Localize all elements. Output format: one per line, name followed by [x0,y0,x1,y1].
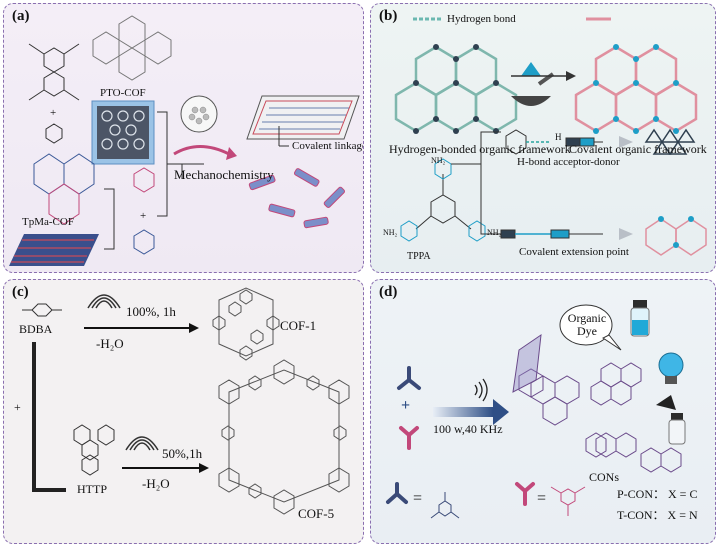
nh2-left: NH₂ [383,228,398,237]
panel-a-graphics [9,15,360,266]
plus-sign-c: + [14,400,21,414]
tppa-molecule [400,158,486,242]
ultrasound-waves-1 [87,294,121,309]
extension-unit [500,229,603,239]
water-label-2: -H₂O [142,476,170,491]
water-label-1: -H₂O [96,336,124,351]
acceptor-donor-label: H-bond acceptor-donor [517,156,620,168]
panel-c-label: (c) [12,284,29,300]
mechanochemistry-label: Mechanochemistry [174,167,274,182]
gray-arrow-2 [619,228,633,240]
hydrogen-bond-label: Hydrogen bond [447,13,516,25]
hof-label: Hydrogen-bonded organic framework [389,142,571,156]
panel-b-graphics [394,17,707,256]
panel-a-label: (a) [12,8,30,24]
speech-bubble [559,304,613,346]
extension-label: Covalent extension point [519,246,629,258]
sonication-condition-label: 100 w,40 KHz [433,422,503,436]
cons-label: CONs [589,470,620,484]
panel-b: (b) Hydrogen bond Hydrogen-bonded organi… [370,3,716,273]
bdba-molecule [22,303,62,317]
mechanochemistry-arrow [173,145,237,160]
equals-sign-1: = [413,490,423,507]
nh2-right: NH₂ [487,228,502,237]
condition-label-2: 50%,1h [162,446,203,461]
panel-d: (d) Organic Dye + 100 w,40 KHz CONs = = … [370,279,716,544]
equals-sign-2: = [537,490,547,507]
cof-nodes-b [593,44,679,134]
panel-c: (c) BDBA 100%, 1h -H₂O COF-1 + HTTP 50%,… [3,279,364,544]
process-arrow-body [433,407,493,417]
dark-arrow [656,395,676,410]
mini-hof [644,128,696,155]
cof5-structure [218,359,350,515]
mini-cof [645,218,707,256]
ma-monomer [133,229,155,255]
plus-sign-a2: + [140,210,147,222]
http-molecule [73,424,115,476]
pto-monomer [28,43,80,101]
nh2-top: NH₂ [431,156,446,165]
cof1-structure [212,287,280,361]
hn-label: H [555,132,562,142]
pink-legend-tripod [515,482,535,506]
process-arrow-head [493,399,509,425]
pto-cof-network [92,15,172,81]
tpma-cof-block [9,234,99,266]
dye-vial-2 [668,413,686,445]
tppa-connectors [451,131,501,235]
http-label: HTTP [77,482,107,496]
navy-legend-molecule [430,492,460,519]
sound-waves-icon [474,378,488,402]
ball-mill-icon [180,95,218,133]
plus-sign-a: + [50,107,57,119]
p-con-label: P-CON： X = C [617,487,698,501]
navy-tripod-icon [397,366,421,390]
tilted-sheet [512,333,542,393]
tp-monomer [133,167,155,193]
navy-legend-tripod [386,482,408,504]
hof-nodes [413,44,499,134]
organic-dye-label: Organic Dye [567,311,607,338]
acceptor-donor-unit [505,129,603,155]
panel-d-label: (d) [379,284,398,300]
t-con-label: T-CON： X = N [617,508,698,522]
condition-label-1: 100%, 1h [126,304,176,319]
tpma-cof-network [33,153,95,225]
tpma-cof-label: TpMa-COF [22,216,74,228]
pink-legend-molecule [550,486,586,516]
plus-sign-d: + [401,397,411,414]
cof-flakes [248,168,345,229]
gray-arrow-1 [619,136,633,148]
covalent-linkage-sheet [246,95,360,147]
covalent-linkage-label: Covalent linkage [292,140,364,152]
light-bulb-icon [658,352,684,384]
panel-d-graphics [386,300,686,519]
con-sheets [518,362,682,473]
cof-label-b: Covalent organic framework [569,142,707,156]
reaction-bracket [104,111,204,250]
cof1-label: COF-1 [280,318,317,333]
mortar-pestle-icon [511,62,555,106]
pto-cof-block [91,100,155,165]
panel-c-graphics [22,287,350,515]
pink-tripod-icon [399,426,419,450]
panel-a: (a) PTO-COF + TpMa-COF + Mechanochemistr… [3,3,364,273]
pto-cof-label: PTO-COF [100,87,146,99]
tppa-label: TPPA [407,251,431,262]
ultrasound-waves-2 [125,436,159,451]
cof5-label: COF-5 [298,506,335,521]
bdba-http-bracket [32,342,66,492]
triazine-monomer [45,123,63,144]
panel-b-label: (b) [379,8,398,24]
dye-vial-1 [630,300,650,337]
bdba-label: BDBA [19,322,53,336]
